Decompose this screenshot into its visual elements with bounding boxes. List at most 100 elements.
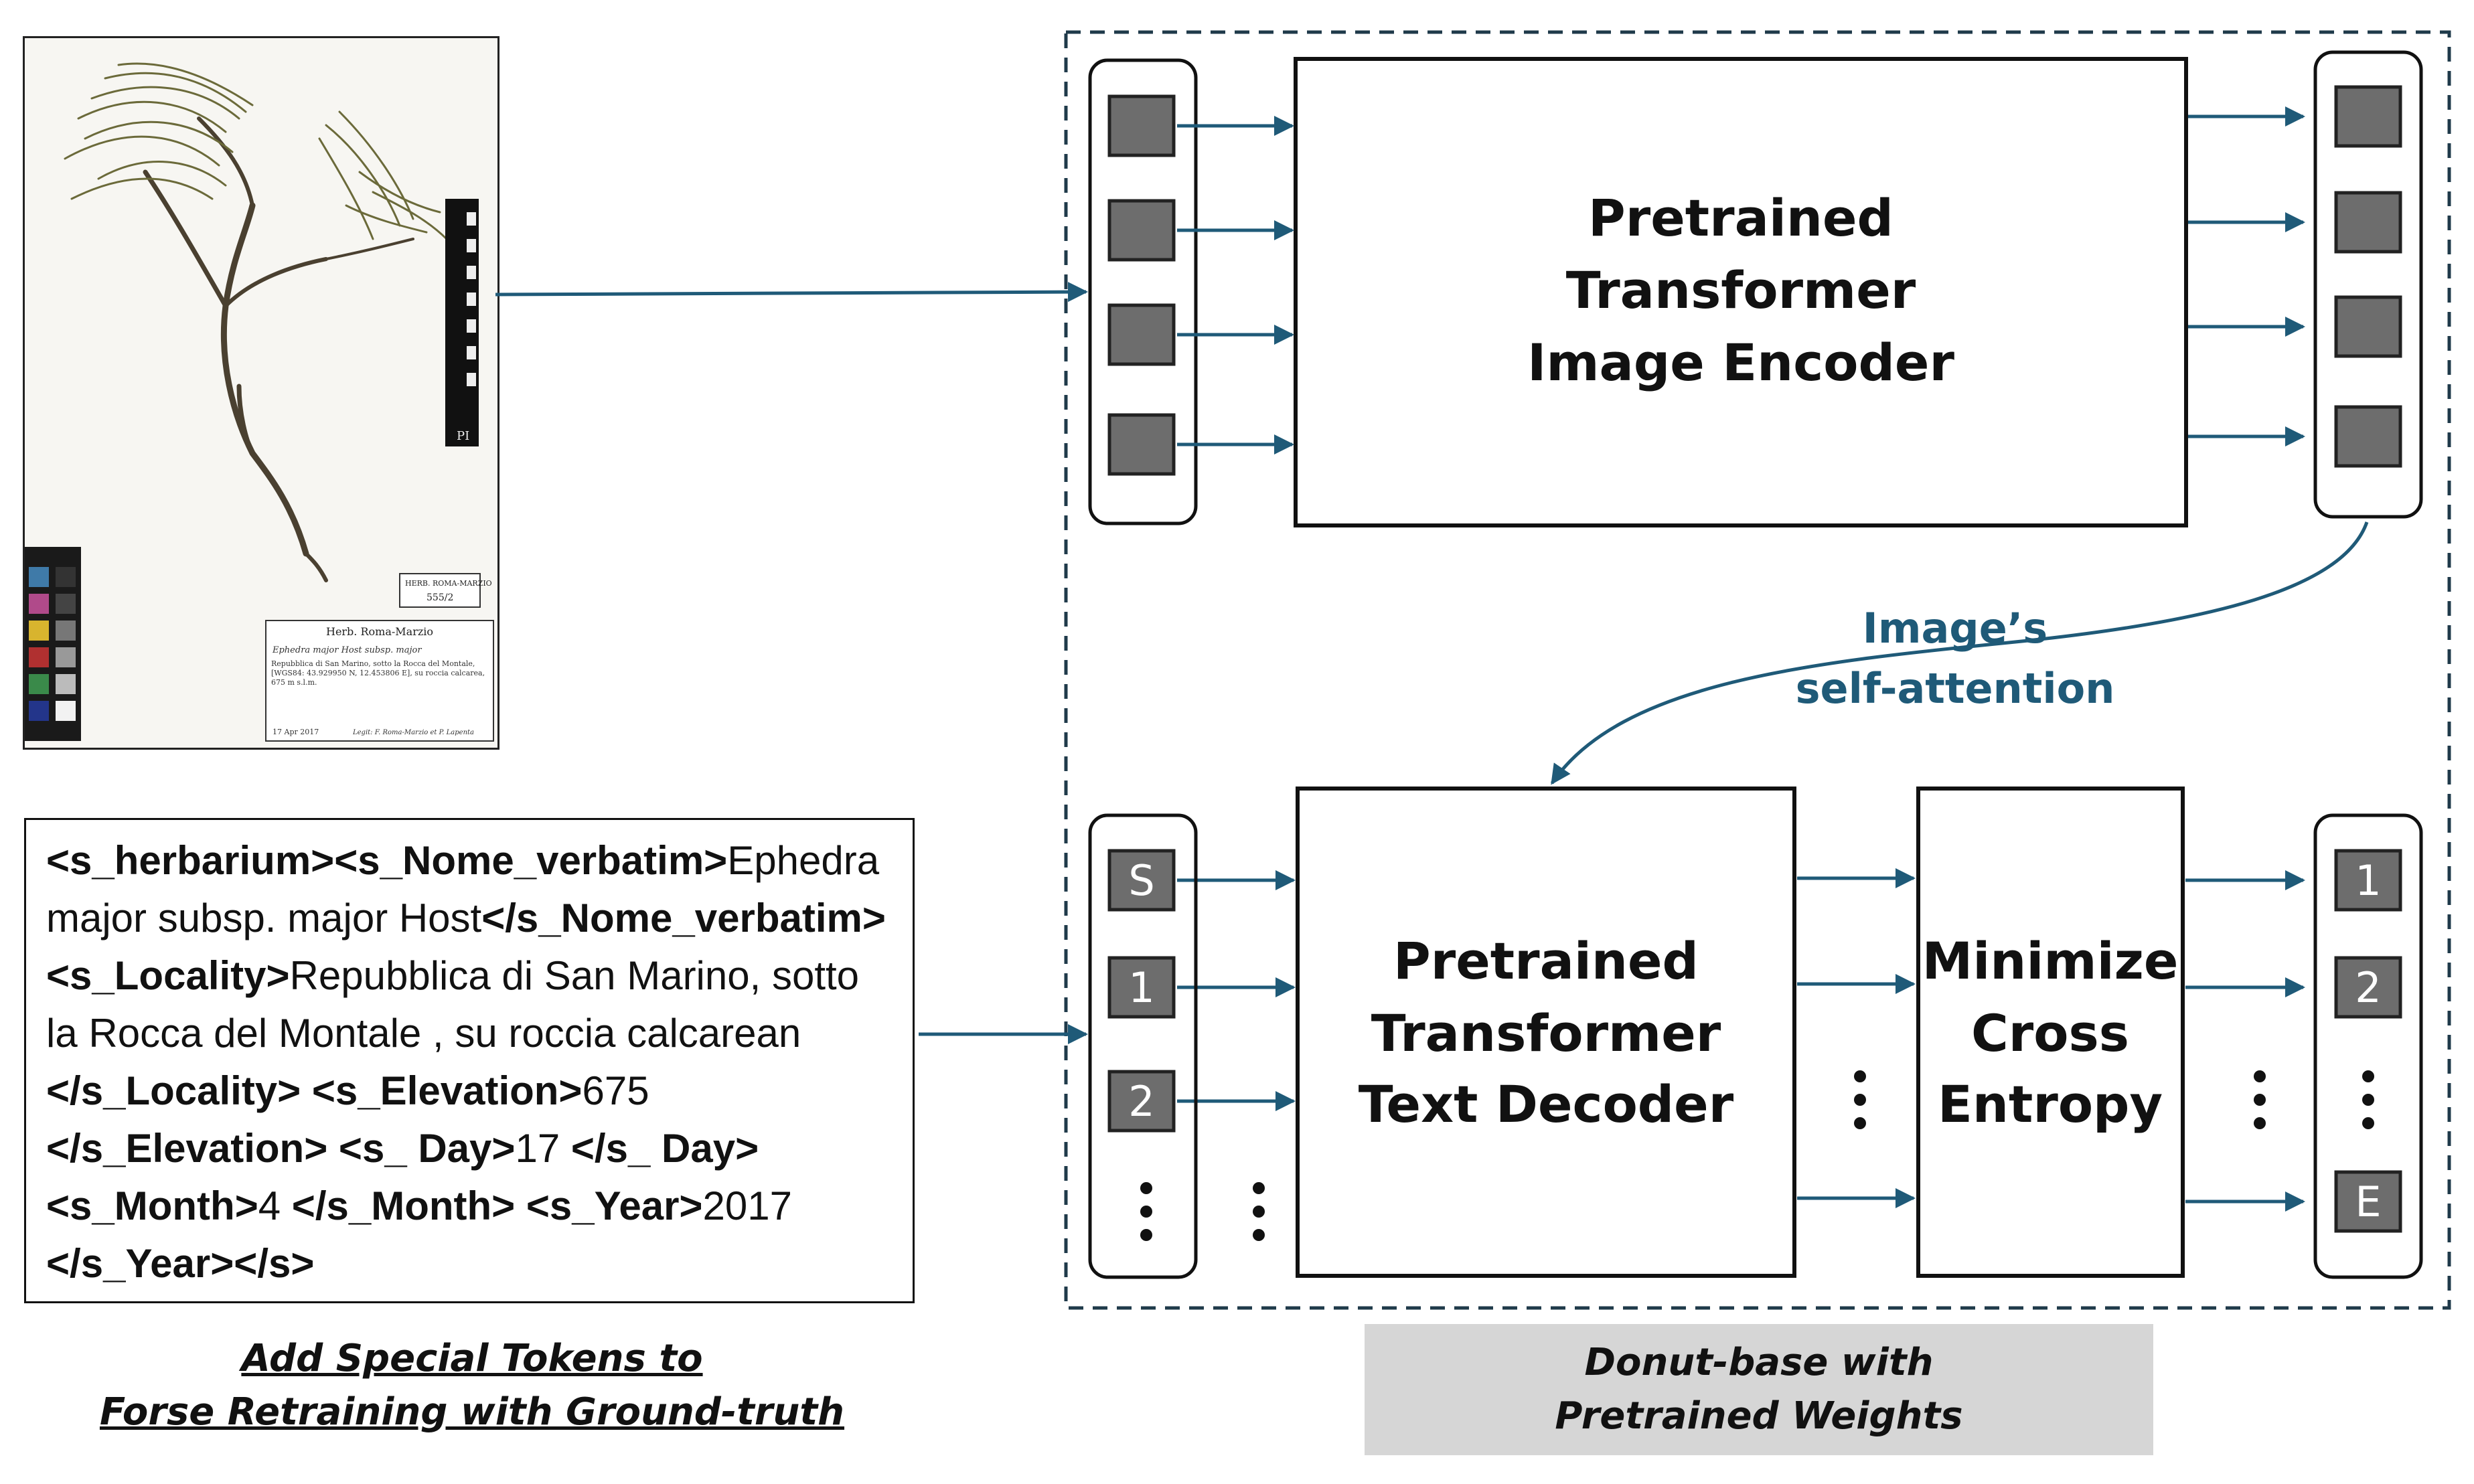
donut-model-boundary (1064, 30, 2451, 1310)
encoder-embedding-3-box (2334, 295, 2402, 358)
image-patch-4 (1107, 413, 1176, 476)
decoder-input-token-2-label: 1 (1128, 963, 1154, 1012)
ground-truth-text-box: <s_herbarium><s_Nome_verbatim>Ephedra ma… (24, 818, 915, 1303)
ground-truth-value: 675 (582, 1068, 649, 1113)
image-to-patches-arrow (495, 282, 1088, 303)
encoder-title-line1: Pretrained (1588, 188, 1893, 248)
decoder-input-token-2: 1 (1107, 956, 1176, 1019)
right-caption-line2: Pretrained Weights (1555, 1394, 1963, 1438)
encoder-title-line3: Image Encoder (1527, 333, 1954, 392)
ground-truth-value: Repubblica di San Marino, sotto la Rocca… (46, 953, 860, 1056)
label-date: 17 Apr 2017 (273, 728, 319, 736)
self-attention-arrow (1550, 521, 2369, 785)
decoder-output-column-ellipsis (2362, 1070, 2374, 1129)
decoder-input-tokens: S 1 2 (1107, 849, 1176, 1133)
encoder-embedding-2-box (2334, 191, 2402, 254)
decoder-output-token-2: 2 (2334, 956, 2402, 1019)
loss-output-ellipsis (2254, 1070, 2266, 1129)
text-decoder-box (1296, 787, 1796, 1278)
decoder-output-token-1-label: 1 (2355, 856, 2381, 905)
decoder-title-line3: Text Decoder (1359, 1074, 1734, 1134)
decoder-input-token-1-label: S (1128, 856, 1154, 905)
ground-truth-value (327, 1126, 339, 1171)
left-caption-line1: Add Special Tokens to (241, 1337, 703, 1380)
special-token: </s_Elevation> (46, 1126, 328, 1171)
decoder-title-line2: Transformer (1371, 1003, 1721, 1063)
decoder-input-token-1-box (1107, 849, 1176, 912)
encoder-embedding-1-box (2334, 85, 2402, 148)
special-token: </s_Month> (291, 1183, 516, 1228)
attention-label-line1: Image’s (1863, 604, 2047, 653)
encoder-embedding-3 (2334, 295, 2402, 358)
special-token: </s_Locality> (46, 1068, 301, 1113)
loss-title-line2: Cross (1971, 1003, 2129, 1063)
special-token: <s_Month> (46, 1183, 258, 1228)
decoder-input-token-3-box (1107, 1070, 1176, 1133)
image-patch-1 (1107, 94, 1176, 157)
specimen-label (265, 620, 494, 742)
encoder-embedding-1 (2334, 85, 2402, 148)
ground-truth-value (301, 1068, 312, 1113)
ground-truth-value (515, 1183, 526, 1228)
decoder-input-ellipsis (1140, 1182, 1152, 1241)
ground-truth-value: 2017 (702, 1183, 792, 1228)
plant-stems (143, 116, 414, 582)
image-patch-2 (1107, 199, 1176, 262)
label-species: Ephedra major Host subsp. major (272, 645, 422, 655)
ruler-mark: PI (457, 429, 469, 443)
loss-title-line3: Entropy (1938, 1074, 2163, 1134)
decoder-to-loss-arrows (1797, 868, 1916, 1208)
decoder-output-ellipsis (1854, 1070, 1866, 1129)
decoder-input-token-3-label: 2 (1128, 1077, 1154, 1126)
label-body: Repubblica di San Marino, sotto la Rocca… (271, 659, 485, 687)
specimen-drawing: PI HERB. ROMA-MARZIO 555/2 Herb. Roma-Ma… (25, 38, 497, 748)
decoder-title-line1: Pretrained (1393, 931, 1699, 991)
decoder-input-token-2-box (1107, 956, 1176, 1019)
label-body-wrapper: Repubblica di San Marino, sotto la Rocca… (271, 659, 485, 687)
right-caption-line1: Donut-base with (1584, 1341, 1934, 1384)
ground-truth-value: 4 (258, 1183, 292, 1228)
ruler-ticks (467, 212, 476, 386)
image-patch-4-box (1107, 413, 1176, 476)
label-legit: Legit: F. Roma-Marzio et P. Lapenta (352, 729, 474, 736)
decoder-output-token-2-label: 2 (2355, 963, 2381, 1012)
decoder-output-token-1-box (2334, 849, 2402, 912)
loss-title-line1: Minimize (1922, 931, 2179, 991)
decoder-output-token-2-box (2334, 956, 2402, 1019)
encoder-embedding-2 (2334, 191, 2402, 254)
special-token: <s_ Day> (338, 1126, 516, 1171)
decoder-input-arrows-ellipsis (1253, 1182, 1265, 1241)
encoder-title-line2: Transformer (1566, 260, 1916, 320)
decoder-output-token-1: 1 (2334, 849, 2402, 912)
plant-leaves (64, 62, 448, 240)
image-patch-3-box (1107, 303, 1176, 366)
encoder-embedding-4 (2334, 405, 2402, 468)
color-swatches (29, 567, 76, 721)
encoder-embedding-4-box (2334, 405, 2402, 468)
decoder-output-column (2313, 813, 2423, 1279)
small-label (399, 573, 481, 608)
decoder-output-token-3: E (2334, 1170, 2402, 1233)
decoder-output-token-3-label: E (2355, 1177, 2381, 1226)
special-token: <s_Elevation> (311, 1068, 583, 1113)
special-token: <s_Year> (526, 1183, 703, 1228)
special-token: <s_Locality> (46, 953, 290, 998)
special-token: </s_ Day> (570, 1126, 759, 1171)
small-label-text: HERB. ROMA-MARZIO (405, 579, 492, 588)
decoder-output-token-3-box (2334, 1170, 2402, 1233)
encoder-input-patches (1107, 94, 1176, 476)
encoder-output-column (2313, 50, 2423, 519)
image-patch-column (1088, 58, 1198, 525)
attention-label-line2: self-attention (1796, 664, 2115, 713)
encoder-output-embeddings (2334, 85, 2402, 468)
loss-to-output-arrows (2185, 870, 2305, 1212)
decoder-input-column (1088, 813, 1198, 1279)
decoder-input-token-1: S (1107, 849, 1176, 912)
decoder-output-tokens: 1 2E (2334, 849, 2402, 1233)
special-token: </s_Nome_verbatim> (481, 896, 886, 940)
small-label-number: 555/2 (427, 592, 453, 603)
ground-truth-value: Ephedra major subsp. major Host (46, 838, 880, 940)
image-patch-2-box (1107, 199, 1176, 262)
image-patch-1-box (1107, 94, 1176, 157)
